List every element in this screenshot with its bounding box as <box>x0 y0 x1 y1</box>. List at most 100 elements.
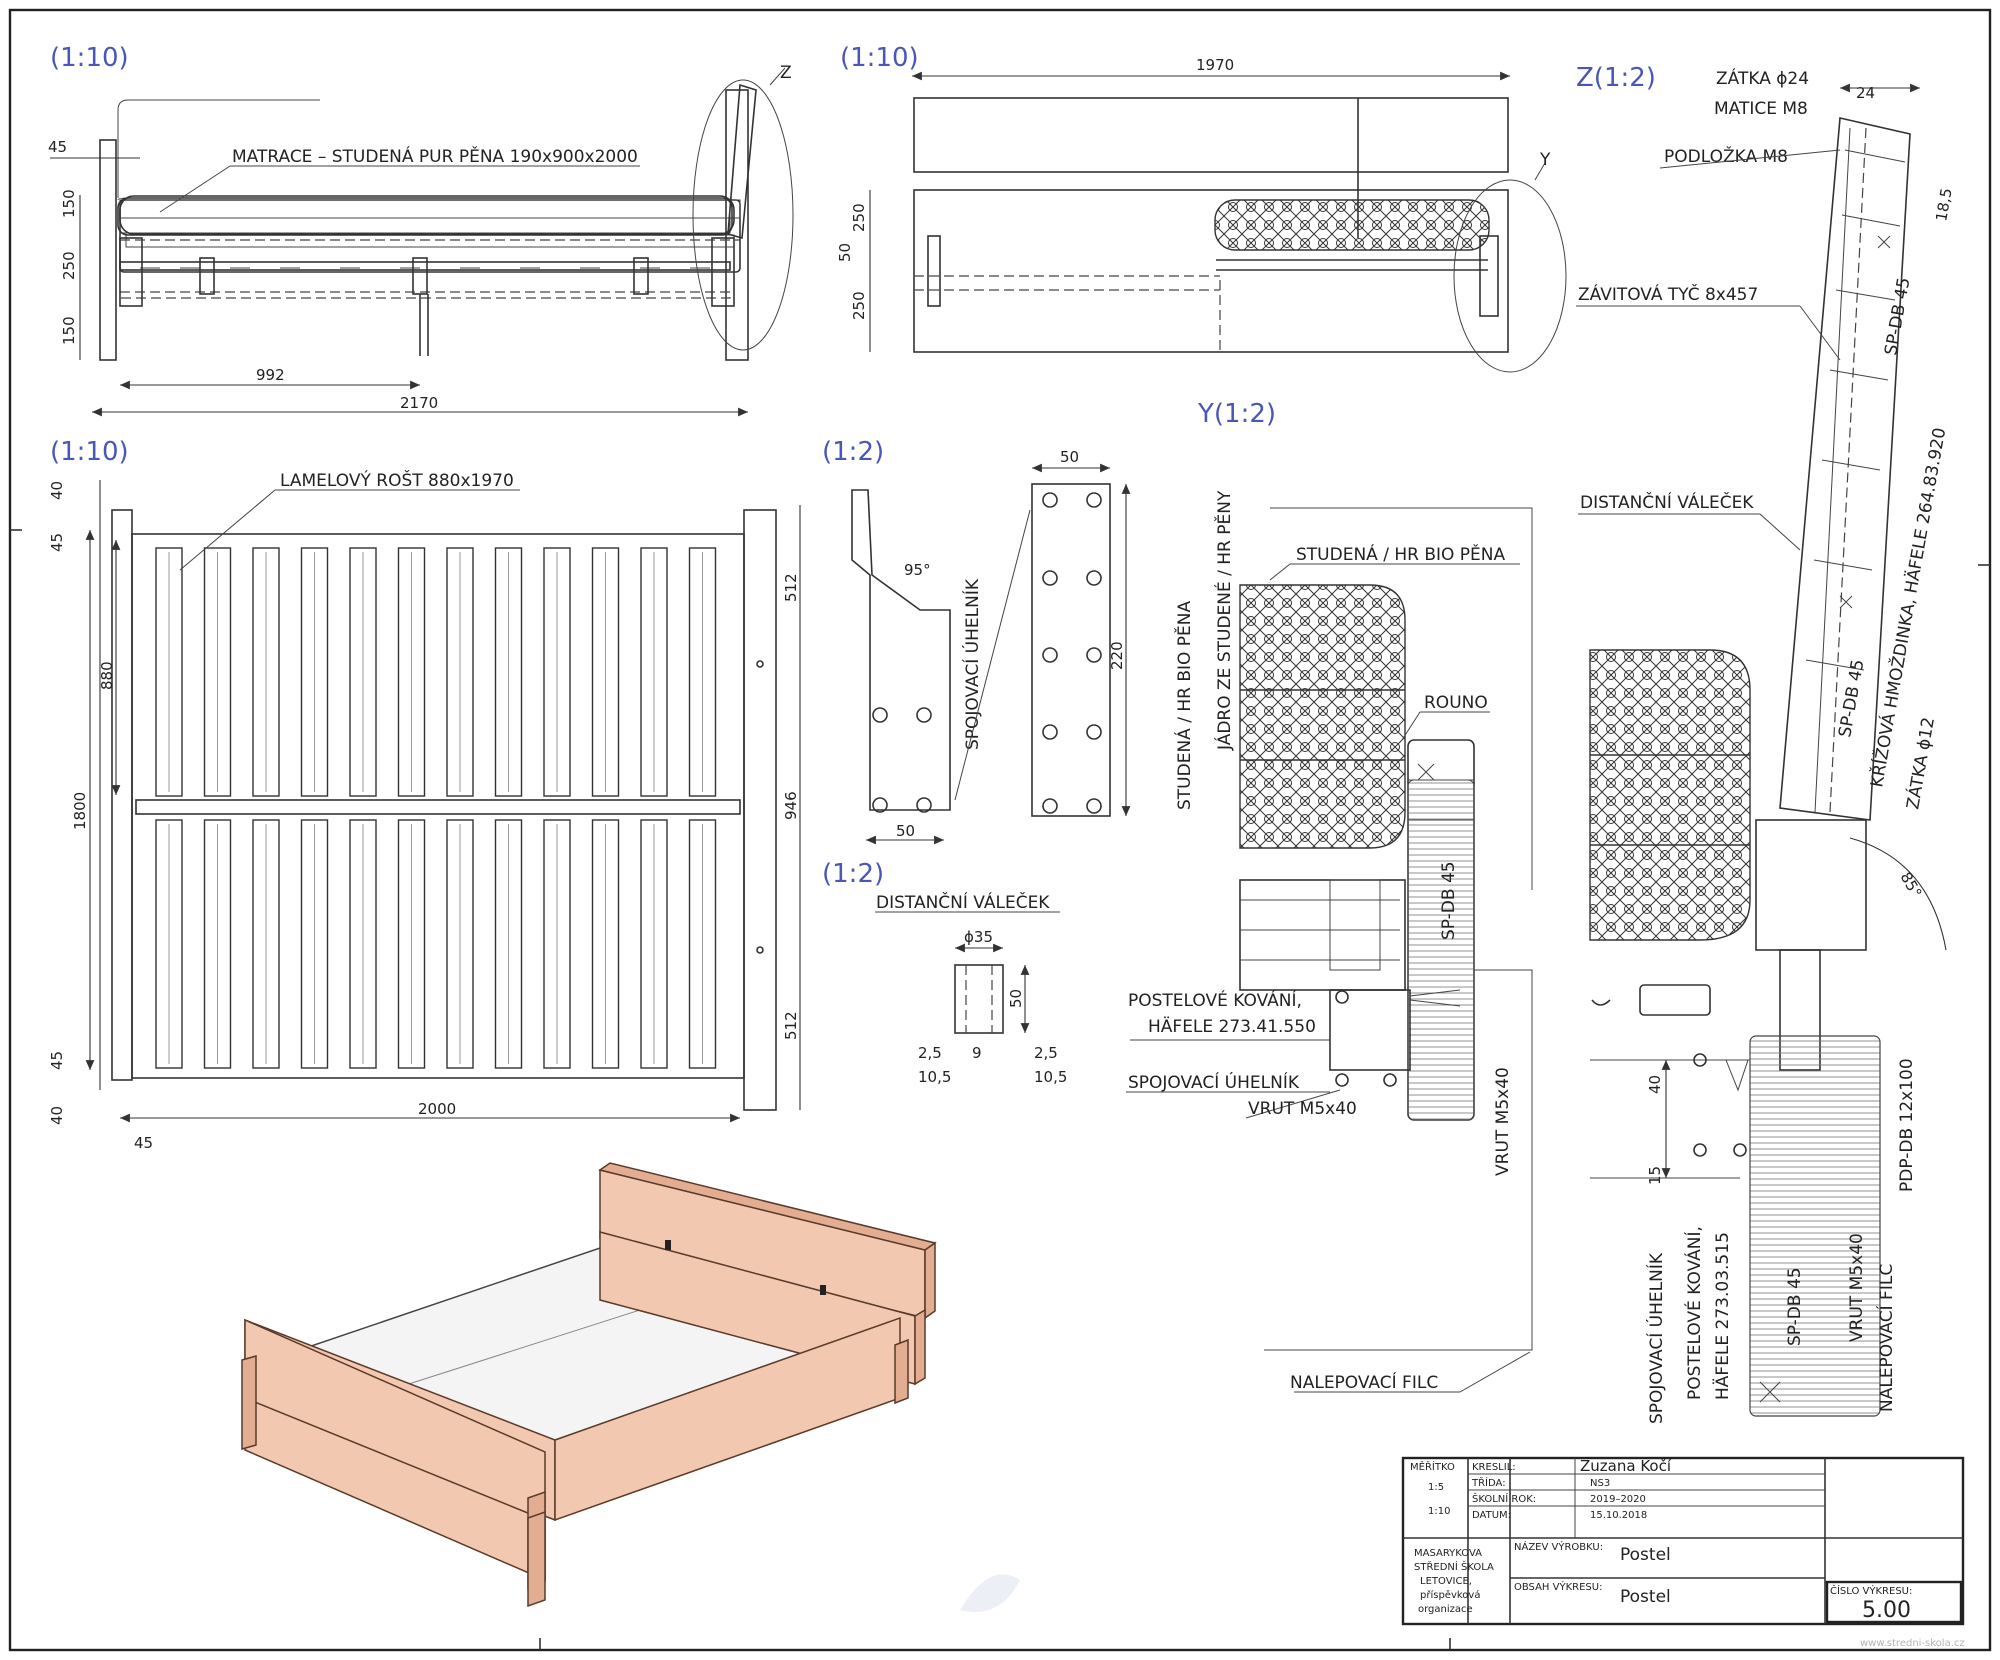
plan-dim-512b: 512 <box>782 1011 800 1040</box>
detail-z-dim-40: 40 <box>1646 1075 1664 1094</box>
detail-y-fitting1: POSTELOVÉ KOVÁNÍ, <box>1128 989 1302 1011</box>
slat <box>349 819 377 1069</box>
spacer-dim-10-5a: 10,5 <box>918 1068 951 1086</box>
spacer-dim-2-5a: 2,5 <box>918 1044 942 1062</box>
detail-z-dim-24: 24 <box>1856 84 1875 102</box>
plan-dim-946: 946 <box>782 791 800 820</box>
tb-class-value: NS3 <box>1590 1478 1610 1489</box>
tb-year-label: ŠKOLNÍ ROK: <box>1472 1492 1536 1505</box>
plan-scale: (1:10) <box>50 437 129 467</box>
side-dim-2170: 2170 <box>400 394 438 412</box>
detail-y-scale: Y(1:2) <box>1197 399 1276 429</box>
watermark-text: www.stredni-skola.cz <box>1860 1638 1965 1649</box>
slat <box>591 547 620 797</box>
side-mark-z: Z <box>780 63 792 83</box>
spacer-label: DISTANČNÍ VÁLEČEK <box>876 891 1050 913</box>
detail-z-cap12: ZÁTKA ϕ12 <box>1901 715 1939 810</box>
tb-date-label: DATUM: <box>1472 1510 1511 1521</box>
detail-z-dowel: KŘÍŽOVÁ HMOŽDINKA, HÄFELE 264.83.920 <box>1865 426 1950 789</box>
bracket-dim-220: 220 <box>1108 641 1126 670</box>
slat <box>543 819 571 1069</box>
slat <box>640 547 668 797</box>
slat <box>397 819 426 1069</box>
detail-z-scale: Z(1:2) <box>1576 63 1656 93</box>
slat <box>155 547 183 797</box>
detail-y-fitting2: HÄFELE 273.41.550 <box>1148 1016 1316 1037</box>
detail-y-rouno: ROUNO <box>1424 693 1488 713</box>
detail-y-felt: NALEPOVACÍ FILC <box>1290 1371 1438 1393</box>
detail-z-sp2: SP-DB 45 <box>1835 658 1868 739</box>
tb-drawing-number: 5.00 <box>1862 1598 1911 1623</box>
slat <box>494 819 523 1069</box>
side-dim-250: 250 <box>60 251 78 280</box>
spacer-dim-50: 50 <box>1007 989 1025 1008</box>
detail-z-sp3: SP-DB 45 <box>1785 1267 1805 1346</box>
detail-y-screw-v: VRUT M5x40 <box>1493 1067 1513 1176</box>
plan-dim-512a: 512 <box>782 573 800 602</box>
detail-z-dim-15: 15 <box>1646 1166 1664 1185</box>
plan-dim-40a: 40 <box>48 481 66 500</box>
slat <box>203 547 232 797</box>
tb-year-value: 2019–2020 <box>1590 1494 1646 1505</box>
detail-z-bracket-v: SPOJOVACÍ ÚHELNÍK <box>1645 1252 1667 1424</box>
plan-dim-2000: 2000 <box>418 1100 456 1118</box>
side-dim-150a: 150 <box>60 189 78 218</box>
bracket-dim-95: 95° <box>904 561 931 579</box>
detail-z-dim-85: 85° <box>1897 869 1926 901</box>
tb-content-label: OBSAH VÝKRESU: <box>1514 1580 1602 1593</box>
slat-grid <box>155 547 717 1069</box>
plan-dim-40b: 40 <box>48 1106 66 1125</box>
slat <box>543 547 571 797</box>
title-block: MĚŘÍTKO 1:5 1:10 KRESLIL: Zuzana Kočí TŘ… <box>1401 1456 1965 1626</box>
slat <box>397 547 426 797</box>
detail-z-cap24: ZÁTKA ϕ24 <box>1716 67 1809 89</box>
slat <box>446 547 474 797</box>
tb-class-label: TŘÍDA: <box>1471 1476 1506 1489</box>
tb-scale-1: 1:5 <box>1428 1482 1444 1493</box>
bracket-label: SPOJOVACÍ ÚHELNÍK <box>961 578 983 750</box>
tb-product-value: Postel <box>1620 1545 1671 1565</box>
spacer-dim-2-5b: 2,5 <box>1034 1044 1058 1062</box>
plan-dim-45a: 45 <box>48 533 66 552</box>
slat <box>203 819 232 1069</box>
front-mark-y: Y <box>1539 150 1551 170</box>
slat <box>155 819 183 1069</box>
slat <box>300 547 329 797</box>
detail-y-sp: SP-DB 45 <box>1439 861 1459 940</box>
detail-z-screw-v: VRUT M5x40 <box>1847 1233 1867 1342</box>
tb-school-1: MASARYKOVA <box>1414 1548 1482 1559</box>
front-dim-250a: 250 <box>850 203 868 232</box>
spacer-dim-phi35: ϕ35 <box>964 928 993 946</box>
tb-drawing-label: ČÍSLO VÝKRESU: <box>1830 1584 1912 1597</box>
detail-y-foam-side: STUDENÁ / HR BIO PĚNA <box>1173 600 1195 810</box>
slat <box>300 819 329 1069</box>
tb-drew-label: KRESLIL: <box>1472 1462 1516 1473</box>
slat <box>591 819 620 1069</box>
plan-dim-1800: 1800 <box>71 792 89 830</box>
spacer-view: (1:2) DISTANČNÍ VÁLEČEK ϕ35 50 2,5 9 2,5… <box>822 859 1067 1086</box>
tb-school-2: STŘEDNÍ ŠKOLA <box>1414 1560 1494 1573</box>
detail-z-fitting-v2: HÄFELE 273.03.515 <box>1712 1232 1733 1400</box>
detail-y-screw: VRUT M5x40 <box>1248 1099 1357 1119</box>
detail-z-dim-18-5: 18,5 <box>1932 187 1956 223</box>
detail-z-fitting-v1: POSTELOVÉ KOVÁNÍ, <box>1683 1226 1705 1400</box>
detail-z: Z(1:2) SP-DB 45 SP-DB 45 SP-DB 45 ZÁTKA … <box>1576 63 1956 1424</box>
tb-scale-2: 1:10 <box>1428 1506 1450 1517</box>
tb-date-value: 15.10.2018 <box>1590 1510 1647 1521</box>
plan-dim-880: 880 <box>98 661 116 690</box>
mattress-label: MATRACE – STUDENÁ PUR PĚNA 190x900x2000 <box>232 145 638 167</box>
slat <box>688 547 717 797</box>
plan-dim-45c: 45 <box>134 1134 153 1152</box>
detail-z-felt-v: NALEPOVACÍ FILC <box>1875 1264 1897 1412</box>
slat <box>494 547 523 797</box>
bracket-dim-50a: 50 <box>1060 448 1079 466</box>
front-dim-250b: 250 <box>850 291 868 320</box>
slat <box>252 819 280 1069</box>
tb-scale-header: MĚŘÍTKO <box>1410 1460 1455 1473</box>
front-view: (1:10) 1970 Y 250 250 50 <box>836 43 1567 373</box>
detail-z-nut: MATICE M8 <box>1714 99 1808 119</box>
side-scale: (1:10) <box>50 43 129 73</box>
spacer-dim-9: 9 <box>972 1044 982 1062</box>
detail-y-core: JÁDRO ZE STUDENÉ / HR PĚNY <box>1213 490 1235 751</box>
tb-school-4: příspěvková <box>1420 1589 1480 1601</box>
